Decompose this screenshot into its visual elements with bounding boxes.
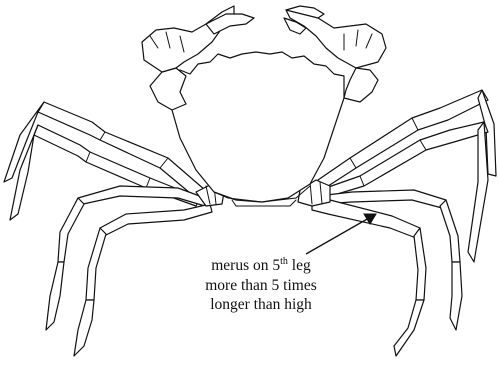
annotation-label: merus on 5th leg more than 5 times longe…: [186, 256, 336, 315]
left-leg-3: [46, 186, 205, 330]
annotation-line-2: more than 5 times: [186, 276, 336, 296]
annotation-line-3: longer than high: [186, 295, 336, 315]
right-leg-1: [318, 90, 496, 190]
annotation-arrow: [306, 214, 376, 254]
annotation-line-1: merus on 5th leg: [186, 256, 336, 276]
